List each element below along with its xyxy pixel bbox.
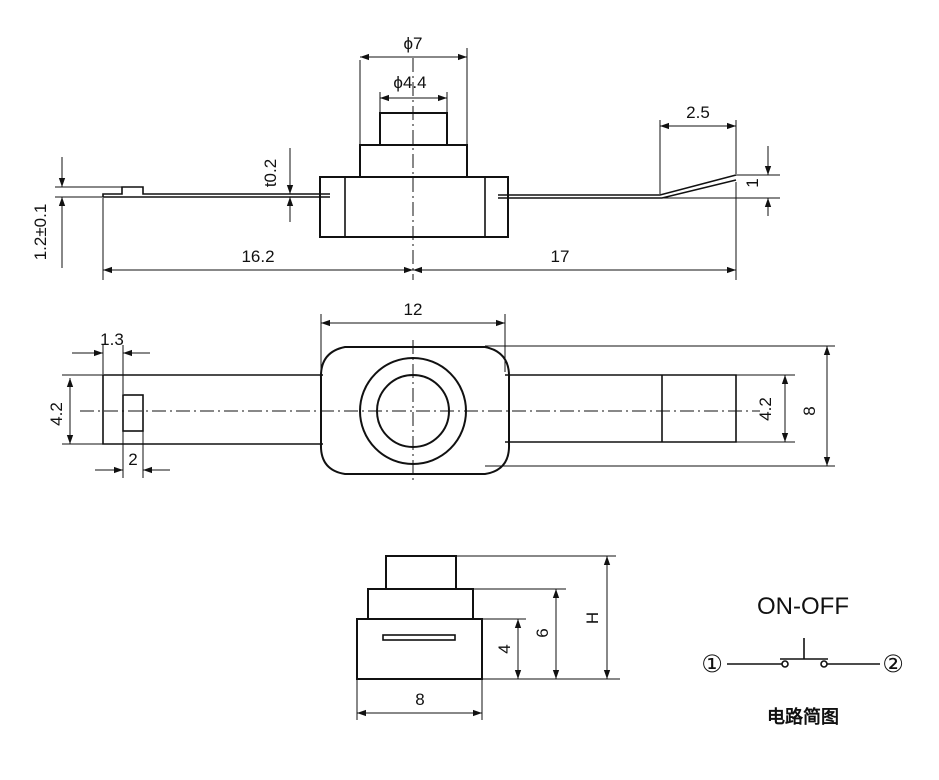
dim-right-width: 4.2 [756, 397, 775, 421]
terminal-2-label: ② [882, 651, 904, 678]
right-terminal-top [505, 374, 737, 443]
dim-tolerance-height: 1.2±0.1 [31, 204, 50, 261]
dim-base-height: 4 [495, 644, 514, 653]
switch-body-side [319, 176, 509, 238]
dim-body-width: 12 [404, 300, 423, 319]
side-view: ϕ7 ϕ4.4 2.5 t0.2 1.2±0.1 1 16.2 [31, 34, 780, 280]
terminal-1-label: ① [701, 651, 723, 678]
collar-front [367, 588, 474, 620]
dim-thickness: t0.2 [261, 159, 280, 187]
dim-left-width: 4.2 [47, 402, 66, 426]
dim-phi-inner: ϕ4.4 [393, 73, 426, 92]
dim-right-length: 17 [551, 247, 570, 266]
dim-base-width: 8 [415, 690, 424, 709]
top-view: 12 1.3 4.2 2 4.2 8 [47, 300, 835, 482]
dim-slot-width: 2 [128, 450, 137, 469]
dim-mid-height: 6 [533, 628, 552, 637]
base-front [356, 618, 483, 680]
contact-left [781, 660, 789, 668]
right-terminal-side [498, 174, 737, 196]
dim-phi-outer: ϕ7 [404, 34, 423, 53]
dim-button-height: H [583, 612, 602, 624]
front-view: 4 6 H 8 [356, 555, 620, 720]
circuit-title: ON-OFF [757, 593, 849, 620]
circuit-diagram: ON-OFF ① ② 电路简图 [701, 593, 904, 727]
switch-body-top [319, 346, 511, 475]
contact-right [820, 660, 828, 668]
circuit-caption: 电路简图 [767, 706, 839, 727]
dim-terminal-width-right: 2.5 [686, 103, 710, 122]
left-terminal-top [102, 374, 323, 445]
dim-left-length: 16.2 [241, 247, 274, 266]
left-terminal-side [102, 186, 330, 197]
dim-tab-offset: 1.3 [100, 330, 124, 349]
dim-total-height: 8 [800, 406, 819, 415]
slide-slot-front [382, 634, 456, 641]
dim-bend-height: 1 [743, 178, 762, 187]
terminal-slot [122, 394, 144, 432]
push-button-front [385, 555, 457, 590]
